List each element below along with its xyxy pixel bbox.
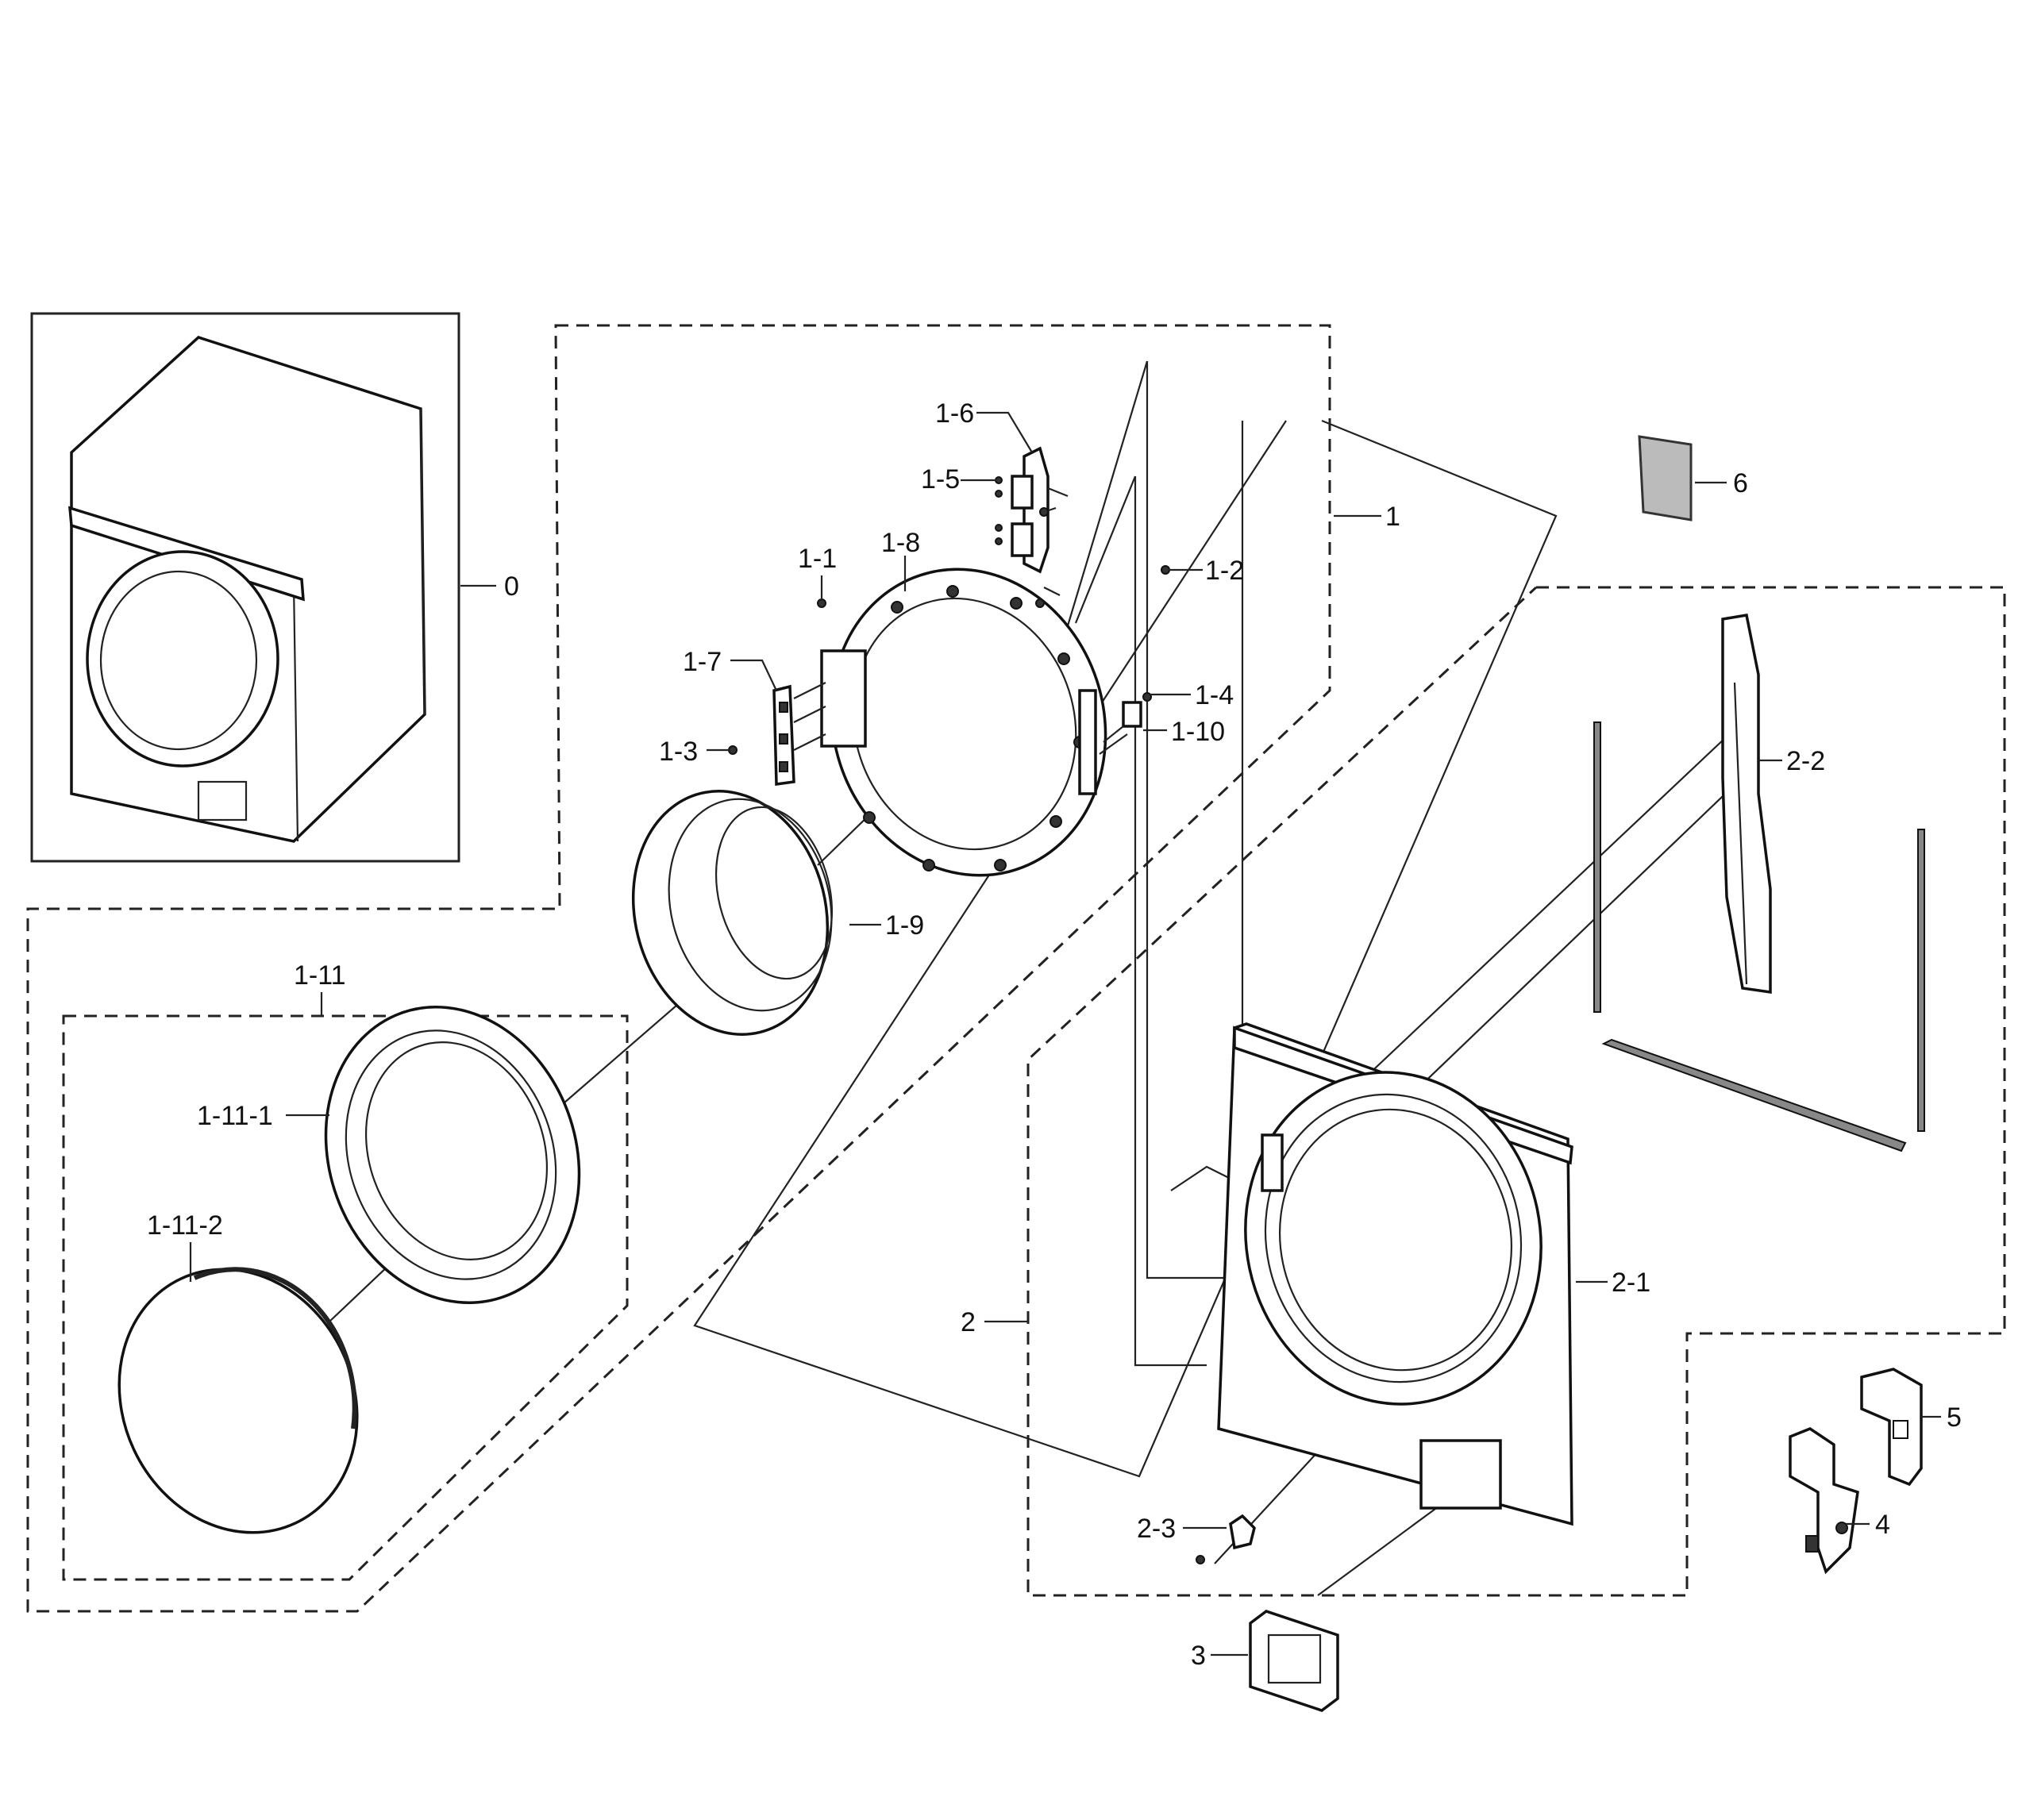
label-2-1: 2-1 xyxy=(1612,1268,1650,1298)
label-1-6: 1-6 xyxy=(935,398,974,429)
label-1-2: 1-2 xyxy=(1205,556,1244,586)
part-1-9-door-glass xyxy=(631,790,834,1036)
label-1-3: 1-3 xyxy=(659,737,698,767)
part-1-2-screw xyxy=(1161,565,1170,575)
label-1-11-1: 1-11-1 xyxy=(197,1101,273,1131)
label-1-11-2: 1-11-2 xyxy=(147,1210,223,1241)
label-1-8: 1-8 xyxy=(881,528,920,558)
label-2-3: 2-3 xyxy=(1137,1514,1176,1544)
label-0: 0 xyxy=(504,571,519,602)
part-1-6-hinge xyxy=(1011,446,1069,608)
label-3: 3 xyxy=(1191,1641,1206,1671)
label-1-7: 1-7 xyxy=(683,647,722,677)
part-6-pad xyxy=(1638,435,1693,521)
part-0-washer-assembly xyxy=(30,312,460,863)
part-1-4-screw xyxy=(1142,692,1152,702)
part-2-2-trim xyxy=(1721,613,1772,995)
part-1-7-hinge-bracket xyxy=(772,682,826,786)
label-1: 1 xyxy=(1385,502,1400,532)
part-1-5-screws xyxy=(995,476,1003,545)
callout-labels: 0 1 1-1 1-2 1-3 1-4 1-5 1-6 1-7 1-8 1-9 … xyxy=(147,398,1962,1671)
label-2-2: 2-2 xyxy=(1786,746,1825,776)
label-1-11: 1-11 xyxy=(294,960,346,991)
part-2-1-front-panel xyxy=(1217,1022,1573,1526)
label-5: 5 xyxy=(1947,1403,1962,1433)
part-1-11-2-door-glass xyxy=(117,1267,359,1534)
group-1-boundary xyxy=(26,324,1331,1613)
label-6: 6 xyxy=(1733,468,1748,498)
part-1-11-1-door-cover xyxy=(324,1006,581,1304)
part-4-switch xyxy=(1789,1427,1859,1575)
label-4: 4 xyxy=(1875,1510,1890,1540)
part-trim-strips xyxy=(1593,721,1925,1152)
leader-lines xyxy=(189,411,1941,1656)
label-2: 2 xyxy=(961,1307,976,1337)
label-1-10: 1-10 xyxy=(1171,717,1225,747)
label-1-4: 1-4 xyxy=(1195,680,1234,710)
label-1-5: 1-5 xyxy=(921,464,960,494)
part-1-10-door-hook xyxy=(1099,701,1142,755)
part-1-8-door-frame xyxy=(820,568,1107,877)
label-1-1: 1-1 xyxy=(798,544,837,574)
label-1-9: 1-9 xyxy=(885,910,924,941)
part-5-switch xyxy=(1860,1368,1923,1487)
part-3-housing xyxy=(1249,1610,1339,1712)
part-2-3-lock xyxy=(1196,1514,1256,1564)
group-2-boundary xyxy=(1026,586,2006,1597)
